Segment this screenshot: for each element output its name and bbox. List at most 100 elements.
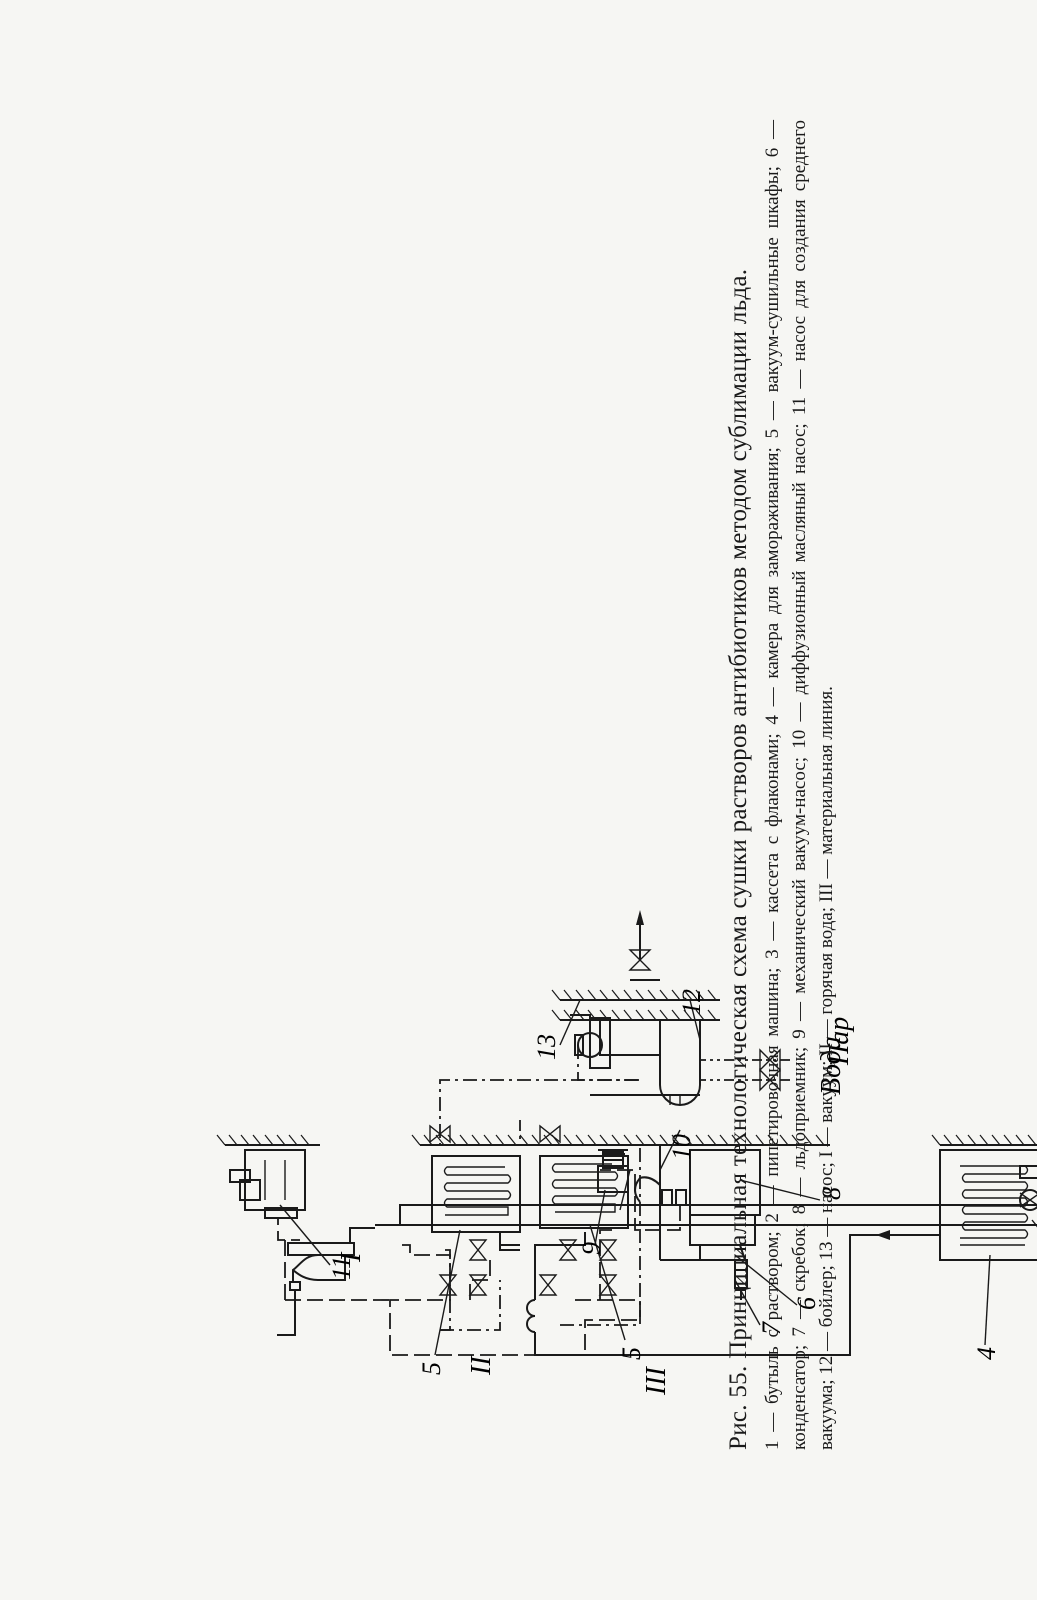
hatch-tick [252, 1134, 262, 1146]
input-water: Вода [816, 1036, 847, 1095]
hatch-tick [707, 1134, 717, 1146]
hatch-tick [300, 1134, 310, 1146]
vacuum-dryer-5a [539, 1155, 629, 1246]
hatch-tick [683, 1134, 693, 1146]
number-7: 7 [757, 1321, 786, 1335]
arrow-4-out [876, 1230, 940, 1240]
hatch-tick [411, 1134, 421, 1146]
hatch-tick [695, 1134, 705, 1146]
hatch-tick [587, 1134, 597, 1146]
hatch-tick [647, 1009, 657, 1021]
hatch-tick [216, 1134, 226, 1146]
hatch-tick [791, 1134, 801, 1146]
hatch-tick [447, 1134, 457, 1146]
figure-title: Рис. 55. Принципиальная технологическая … [725, 268, 752, 1450]
hatch-tick [599, 1009, 609, 1021]
hatch-tick [623, 1009, 633, 1021]
hatch-tick [531, 1134, 541, 1146]
hatch-tick [635, 989, 645, 1001]
number-4: 4 [972, 1347, 1001, 1360]
vacuum-pump-11 [225, 1144, 320, 1219]
boiler-12 [589, 1017, 701, 1106]
hatch-tick [695, 989, 705, 1001]
number-8: 8 [817, 1187, 846, 1200]
leader-lines [279, 999, 991, 1356]
hatch-tick [551, 989, 561, 1001]
hatch-tick [647, 1134, 657, 1146]
number-9: 9 [577, 1242, 606, 1255]
line-label-III: III [641, 1365, 672, 1396]
hatch-tick [623, 1134, 633, 1146]
hatch-tick [767, 1134, 777, 1146]
hatch-tick [575, 1009, 585, 1021]
hatch-tick [264, 1134, 274, 1146]
hatch-tick [683, 1009, 693, 1021]
hatch-tick [755, 1134, 765, 1146]
ice-collector-8 [689, 1149, 761, 1216]
hatch-tick [671, 1134, 681, 1146]
hatch-tick [659, 1009, 669, 1021]
hatch-tick [635, 1134, 645, 1146]
hatch-tick [587, 1009, 597, 1021]
hatch-tick [671, 989, 681, 1001]
number-5-left: 5 [617, 1347, 646, 1360]
floor-hatching [216, 989, 1037, 1146]
hatch-tick [587, 989, 597, 1001]
hatch-tick [551, 1009, 561, 1021]
hatch-tick [240, 1134, 250, 1146]
input-steam: Пар [824, 1017, 855, 1066]
hatch-tick [276, 1134, 286, 1146]
hatch-tick [471, 1134, 481, 1146]
hatch-tick [551, 1134, 561, 1146]
hatch-tick [803, 1134, 813, 1146]
hatch-tick [611, 1134, 621, 1146]
hatch-tick [599, 1134, 609, 1146]
hatch-tick [519, 1134, 529, 1146]
hatch-tick [719, 1134, 729, 1146]
feed-line-1-2 [330, 1227, 375, 1244]
line-labels: I II III [336, 1251, 672, 1396]
vacuum-line-I [389, 1244, 641, 1356]
pump-13 [570, 1014, 603, 1058]
hatch-tick [543, 1134, 553, 1146]
hatch-tick [483, 1134, 493, 1146]
hatch-tick [563, 989, 573, 1001]
pipetting-table [375, 1204, 1037, 1226]
hatch-tick [563, 1134, 573, 1146]
hatch-tick [731, 1134, 741, 1146]
hatch-tick [1003, 1134, 1013, 1146]
number-12: 12 [677, 989, 706, 1015]
hatch-tick [435, 1134, 445, 1146]
hatch-tick [635, 1009, 645, 1021]
figure-legend: 1 — бутыль с раствором; 2 — пипетировочн… [762, 120, 837, 1450]
freezing-chamber-4 [939, 1144, 1037, 1261]
figure-caption: Рис. 55. Принципиальная технологическая … [725, 120, 840, 1450]
hatch-tick [599, 989, 609, 1001]
hatch-tick [695, 1009, 705, 1021]
hatch-tick [611, 1009, 621, 1021]
hatch-tick [423, 1134, 433, 1146]
valves [429, 1124, 618, 1296]
number-5-right: 5 [417, 1362, 446, 1375]
number-13: 13 [532, 1034, 561, 1060]
hatch-tick [943, 1134, 953, 1146]
hatch-tick [647, 989, 657, 1001]
hatch-tick [495, 1134, 505, 1146]
hatch-tick [671, 1009, 681, 1021]
hatch-tick [623, 989, 633, 1001]
equipment-numbers: 1 2 3 4 5 5 6 7 8 9 10 11 12 13 [327, 989, 1001, 1375]
hatch-tick [815, 1134, 825, 1146]
hatch-tick [659, 989, 669, 1001]
line-label-II: II [466, 1355, 497, 1376]
hatch-tick [1027, 1134, 1037, 1146]
hatch-tick [779, 1134, 789, 1146]
hot-water-line-II [560, 1145, 641, 1326]
input-labels: Вода Пар [816, 1017, 855, 1095]
line-label-I: I [336, 1251, 367, 1263]
hatch-tick [707, 989, 717, 1001]
number-10: 10 [667, 1134, 696, 1160]
hatch-tick [743, 1134, 753, 1146]
